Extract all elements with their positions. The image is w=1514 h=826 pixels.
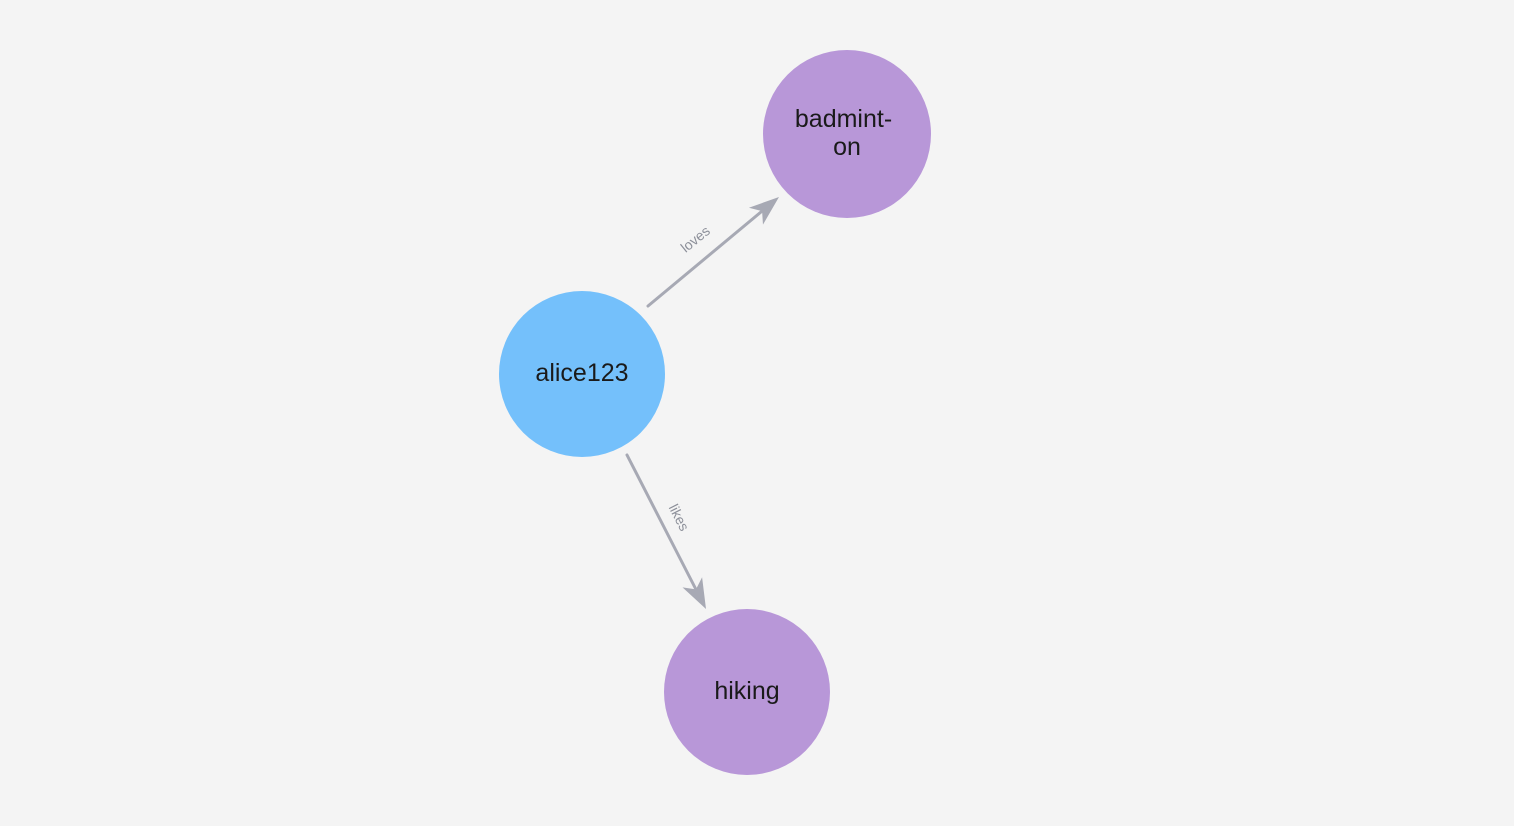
- node-hiking-circle[interactable]: [664, 609, 830, 775]
- edge-loves-label: loves: [677, 222, 712, 255]
- node-badminton-circle[interactable]: [763, 50, 931, 218]
- node-layer: alice123 badmint- on hiking: [499, 50, 931, 775]
- edge-loves-line[interactable]: [646, 206, 768, 308]
- edge-likes-line[interactable]: [625, 453, 700, 596]
- edge-likes[interactable]: likes: [625, 453, 706, 609]
- node-hiking[interactable]: hiking: [664, 609, 830, 775]
- node-alice123-circle[interactable]: [499, 291, 665, 457]
- edge-loves-arrowhead: [748, 197, 779, 225]
- node-badminton[interactable]: badmint- on: [763, 50, 931, 218]
- edge-loves[interactable]: loves: [646, 197, 779, 308]
- edge-likes-arrowhead: [682, 577, 706, 609]
- edge-likes-label: likes: [666, 501, 693, 533]
- node-alice123[interactable]: alice123: [499, 291, 665, 457]
